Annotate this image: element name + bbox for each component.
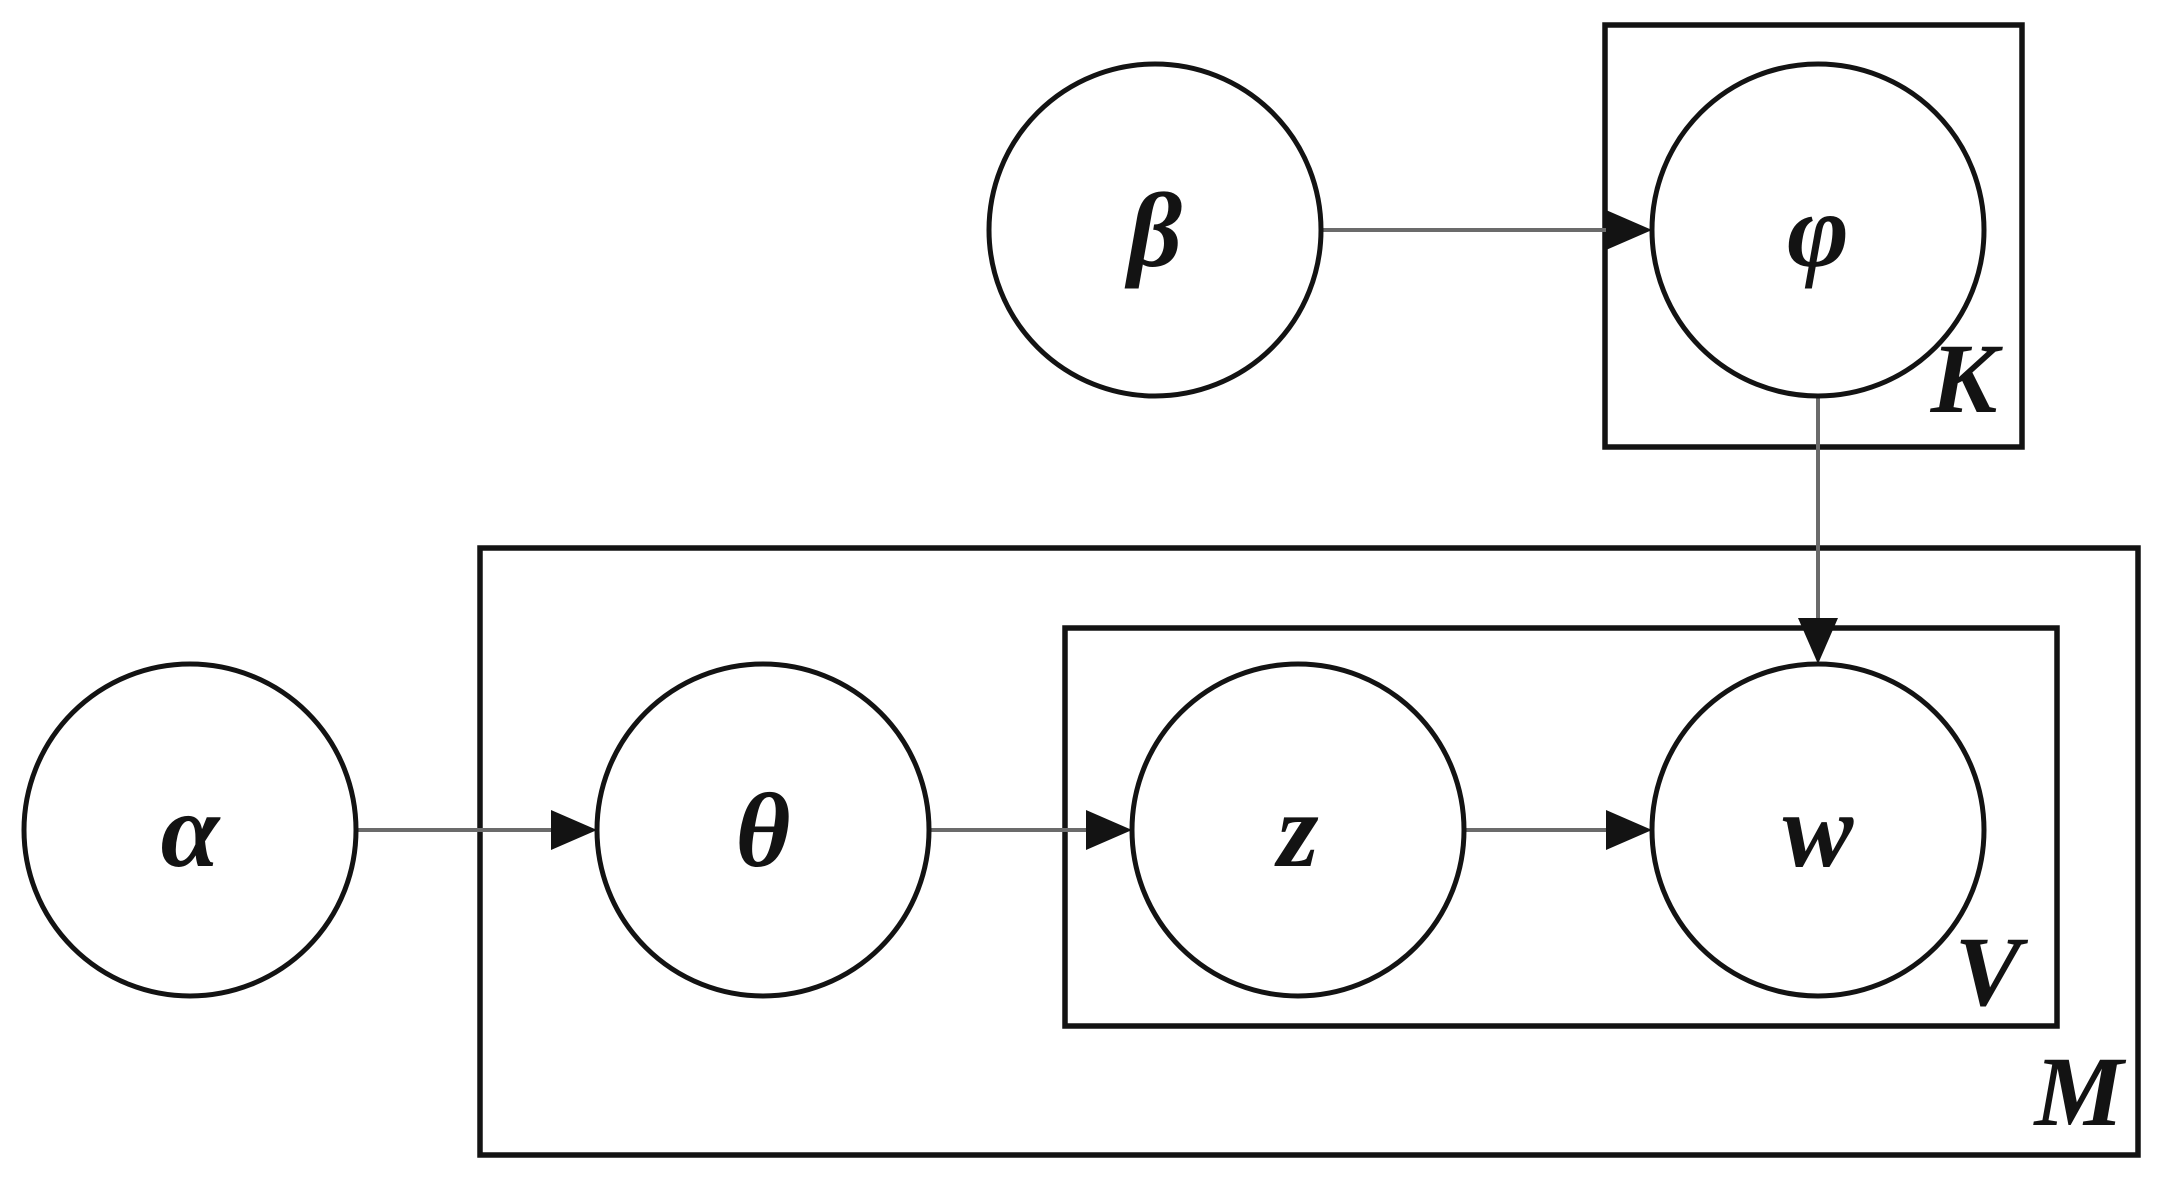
arrowhead-theta-to-z (1086, 810, 1132, 850)
arrowhead-beta-to-phi (1606, 210, 1652, 250)
plate-M (477, 545, 2141, 1158)
node-circle-theta (594, 661, 932, 999)
node-circle-w (1649, 661, 1987, 999)
node-label-beta: β (1124, 172, 1182, 289)
node-label-w: w (1783, 772, 1855, 889)
node-label-z: z (1274, 772, 1318, 889)
plate-label-V: V (1955, 916, 2029, 1027)
arrowhead-z-to-w (1606, 810, 1652, 850)
node-circle-z (1129, 661, 1467, 999)
node-label-theta: θ (735, 772, 790, 889)
node-circle-phi (1649, 61, 1987, 399)
node-label-phi: φ (1787, 172, 1849, 289)
plate-label-K: K (1930, 323, 2004, 434)
plate-label-M: M (2033, 1036, 2127, 1147)
node-circle-beta (986, 61, 1324, 399)
plate-V (1062, 625, 2060, 1029)
node-label-alpha: α (161, 772, 221, 889)
arrowhead-alpha-to-theta (551, 810, 597, 850)
plate-K (1602, 22, 2025, 450)
arrowhead-phi-to-w (1798, 618, 1838, 664)
node-circle-alpha (21, 661, 359, 999)
